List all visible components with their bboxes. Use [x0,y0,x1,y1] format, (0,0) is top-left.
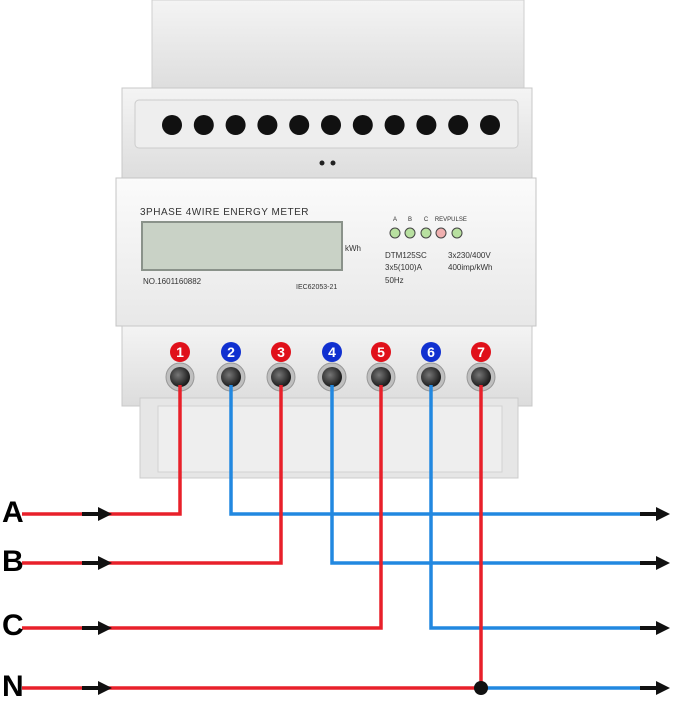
terminal-hole [384,115,405,135]
led-label: A [393,217,397,223]
status-led [435,227,447,239]
wire-phase-a-out [229,385,665,516]
indicator-dot [330,160,336,166]
wire-phase-c-out [429,385,665,630]
unit-label: kWh [345,244,361,253]
terminal-hole [162,115,182,135]
current-rating: 3x5(100)A [385,263,422,272]
impulse-rate: 400imp/kWh [448,263,493,272]
wiring [22,385,665,695]
neutral-junction [474,681,488,695]
lower-terminals: 1 2 3 4 5 6 7 [165,342,496,392]
terminal-number: 6 [427,344,435,360]
terminal-number-badge [471,342,491,362]
input-arrow-head [98,681,112,695]
phase-label-b: B [2,545,24,578]
terminal-number: 4 [328,344,336,360]
voltage-rating: 3x230/400V [448,251,491,260]
meter-title: 3PHASE 4WIRE ENERGY METER [140,207,310,218]
model-label: DTM125SC [385,251,427,260]
terminal-hole [352,115,373,135]
meter-top-housing [151,0,525,96]
terminal-hole [289,115,310,135]
upper-terminal-holes [162,115,500,135]
phase-label-a: A [2,496,24,529]
indicator-dot [319,160,325,166]
terminal-hole [416,115,437,135]
terminal-number: 5 [377,344,385,360]
status-led [451,227,463,239]
terminal-screw [322,367,342,387]
frequency-label: 50Hz [385,276,404,285]
wire-phase-c-in [22,385,383,630]
led-label: PULSE [447,217,467,223]
output-arrow-head [656,681,670,695]
status-led [404,227,416,239]
terminal-hole [225,115,246,135]
standard-label: IEC62053-21 [296,284,338,291]
terminal-hole [448,115,469,135]
terminal-screw [421,367,441,387]
led-label: C [424,217,429,223]
terminal-number: 1 [176,344,184,360]
terminal-hole [321,115,341,135]
terminal-hole [193,115,214,135]
terminal-number-badge [271,342,291,362]
wire-phase-b-out [330,385,665,565]
terminal-number: 7 [477,344,485,360]
led-label: B [408,217,412,223]
serial-number: NO.1601160882 [143,277,202,286]
lcd-display [141,221,343,271]
terminal-number-badge [421,342,441,362]
terminal-screw [170,367,190,387]
terminal-hole [257,115,278,135]
output-arrow-head [656,556,670,570]
input-arrow-head [98,507,112,521]
output-arrow-head [656,507,670,521]
terminal-number-badge [170,342,190,362]
terminal-hole [480,115,500,135]
terminal-screw [271,367,291,387]
wire-phase-a-in [22,385,182,516]
phase-label-c: C [2,609,24,642]
terminal-number: 2 [227,344,235,360]
terminal-number-badge [322,342,342,362]
input-arrow-head [98,621,112,635]
input-arrow-head [98,556,112,570]
terminal-number: 3 [277,344,285,360]
status-led [420,227,432,239]
output-arrow-head [656,621,670,635]
wire-arrows [82,507,670,695]
terminal-screw [371,367,391,387]
phase-label-n: N [2,670,24,703]
terminal-screw [471,367,491,387]
din-rail-clip [157,405,503,473]
terminal-number-badge [371,342,391,362]
terminal-number-badge [221,342,241,362]
led-label: REV [435,217,447,223]
status-led [389,227,401,239]
terminal-screw [221,367,241,387]
